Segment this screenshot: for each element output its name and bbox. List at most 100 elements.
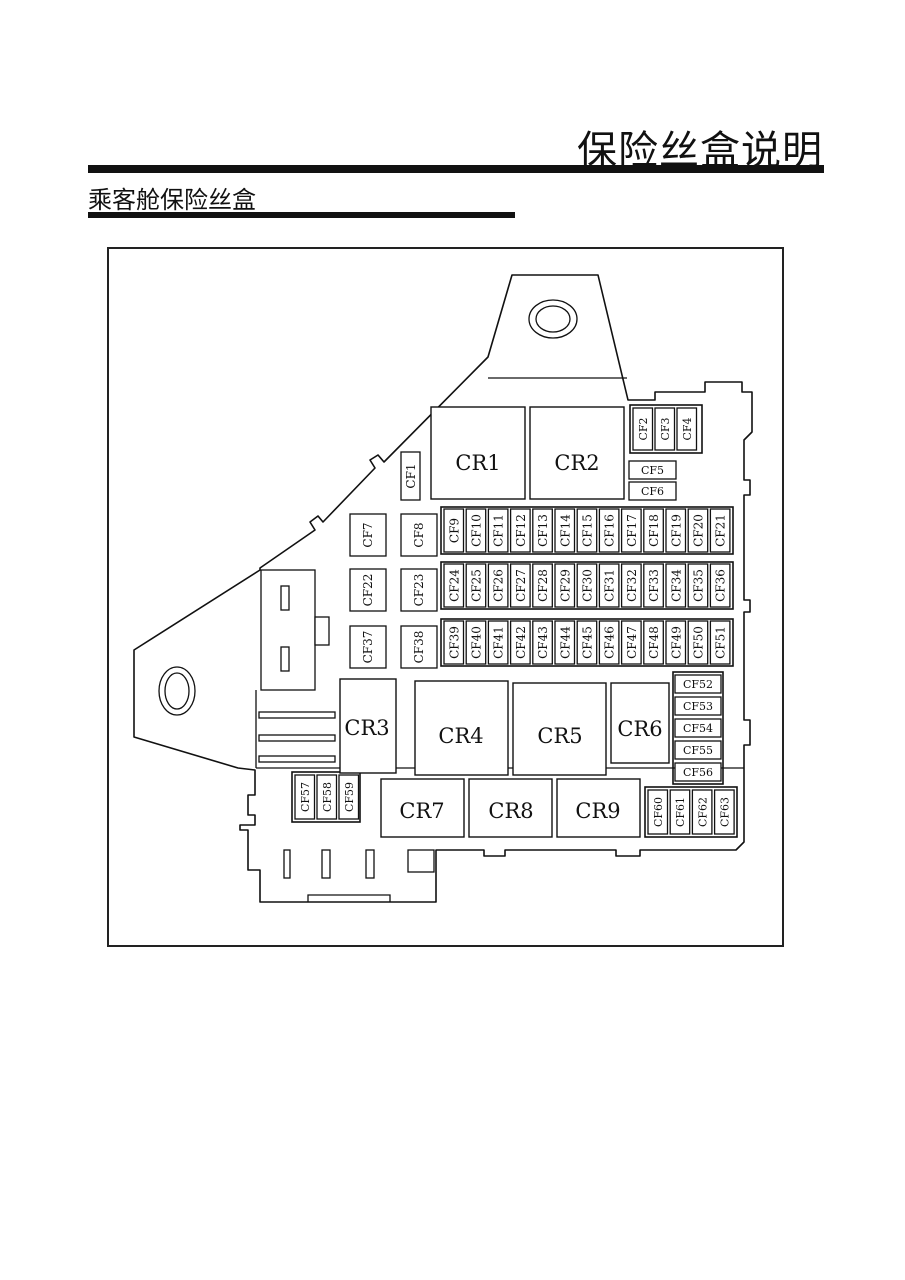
fuse-cf16: CF16 [598, 508, 620, 553]
connector-tab [314, 616, 330, 646]
fuse-strip-row1 [440, 506, 734, 555]
fuse-strip-bottom-right [644, 786, 738, 838]
relay-cr1: CR1 [430, 406, 526, 500]
fuse-label: CF5 [641, 464, 664, 477]
fuse-label: CF45 [581, 626, 595, 659]
fuse-cf33: CF33 [643, 563, 664, 608]
fuse-cf23: CF23 [400, 568, 438, 612]
fuse-cf43: CF43 [532, 620, 553, 665]
fuse-label: CF14 [558, 514, 572, 547]
fuse-label: CF8 [412, 522, 426, 547]
bottom-slot [321, 849, 331, 879]
fuse-label: CF32 [625, 569, 639, 602]
fuse-label: CF62 [696, 797, 709, 827]
fuse-cf27: CF27 [509, 563, 531, 608]
fuse-cf28: CF28 [532, 563, 553, 608]
fuse-cf36: CF36 [709, 563, 731, 608]
fuse-cf8: CF8 [400, 513, 438, 557]
fuse-label: CF38 [412, 631, 426, 664]
fuse-label: CF10 [470, 514, 484, 547]
fuse-label: CF29 [558, 569, 572, 602]
fuse-label: CF36 [714, 569, 728, 602]
diagram-frame [107, 247, 784, 947]
fuse-cf62: CF62 [691, 789, 713, 835]
title-rule [88, 165, 824, 173]
relay-cr4: CR4 [414, 680, 509, 776]
mounting-hole [158, 666, 196, 716]
fuse-label: CF43 [536, 626, 550, 659]
fuse-cf14: CF14 [554, 508, 576, 553]
fuse-label: CF63 [719, 797, 732, 827]
fuse-cf51: CF51 [709, 620, 731, 665]
fuse-label: CF40 [470, 626, 484, 659]
fuse-label: CF23 [412, 574, 426, 607]
fuse-strip-top-right [629, 404, 703, 454]
fuse-label: CF51 [714, 626, 728, 659]
relay-cr5: CR5 [512, 682, 607, 776]
fuse-label: CF52 [683, 678, 713, 691]
fuse-label: CF44 [558, 626, 572, 659]
fuse-cf55: CF55 [674, 740, 722, 760]
fuse-label: CF19 [669, 514, 683, 547]
fuse-label: CF26 [492, 569, 506, 602]
fuse-cf60: CF60 [647, 789, 669, 835]
fuse-label: CF18 [647, 514, 661, 547]
fuse-label: CF7 [361, 522, 375, 547]
connector-pin [280, 646, 290, 672]
fuse-cf26: CF26 [487, 563, 509, 608]
fuse-label: CF46 [603, 626, 617, 659]
mounting-hole [535, 305, 571, 333]
fuse-label: CF34 [669, 569, 683, 602]
fuse-cf19: CF19 [665, 508, 687, 553]
fuse-label: CF42 [514, 626, 528, 659]
fuse-cf4: CF4 [676, 407, 698, 451]
fuse-label: CF28 [536, 569, 550, 602]
relay-label: CR1 [455, 451, 500, 475]
fuse-cf34: CF34 [665, 563, 687, 608]
fuse-cf17: CF17 [620, 508, 642, 553]
fuse-cf44: CF44 [554, 620, 576, 665]
fuse-cf32: CF32 [620, 563, 642, 608]
fuse-label: CF33 [647, 569, 661, 602]
fuse-label: CF4 [681, 417, 694, 440]
fuse-cf39: CF39 [443, 620, 465, 665]
fuse-strip-row2 [440, 561, 734, 610]
fuse-cf30: CF30 [576, 563, 598, 608]
fuse-label: CF6 [641, 485, 664, 498]
bottom-slot [365, 849, 375, 879]
fuse-label: CF58 [321, 782, 334, 812]
latch-rib [258, 734, 336, 742]
fuse-cf3: CF3 [654, 407, 676, 451]
fuse-label: CF15 [581, 514, 595, 547]
fuse-cf38: CF38 [400, 625, 438, 669]
fuse-cf20: CF20 [687, 508, 709, 553]
fuse-label: CF3 [659, 417, 672, 440]
relay-label: CR2 [554, 451, 599, 475]
fuse-cf7: CF7 [349, 513, 387, 557]
relay-cr6: CR6 [610, 682, 670, 764]
relay-cr2: CR2 [529, 406, 625, 500]
fuse-cf48: CF48 [643, 620, 664, 665]
fuse-cf54: CF54 [674, 718, 722, 738]
fuse-cf50: CF50 [687, 620, 709, 665]
relay-cr9: CR9 [556, 778, 641, 838]
fuse-cf53: CF53 [674, 696, 722, 716]
fuse-cf12: CF12 [509, 508, 531, 553]
fuse-cf41: CF41 [487, 620, 509, 665]
fuse-cf11: CF11 [487, 508, 509, 553]
fuse-label: CF60 [652, 797, 665, 827]
fuse-cf22: CF22 [349, 568, 387, 612]
relay-label: CR7 [399, 799, 444, 823]
fuse-label: CF31 [603, 569, 617, 602]
fuse-label: CF2 [637, 417, 650, 440]
fuse-label: CF55 [683, 744, 713, 757]
fuse-cf63: CF63 [713, 789, 735, 835]
connector-pin [280, 585, 290, 611]
fuse-label: CF54 [683, 722, 713, 735]
fuse-cf13: CF13 [532, 508, 553, 553]
fuse-cf59: CF59 [338, 774, 360, 820]
fuse-cf46: CF46 [598, 620, 620, 665]
relay-label: CR8 [488, 799, 533, 823]
fuse-cf5: CF5 [628, 460, 677, 480]
